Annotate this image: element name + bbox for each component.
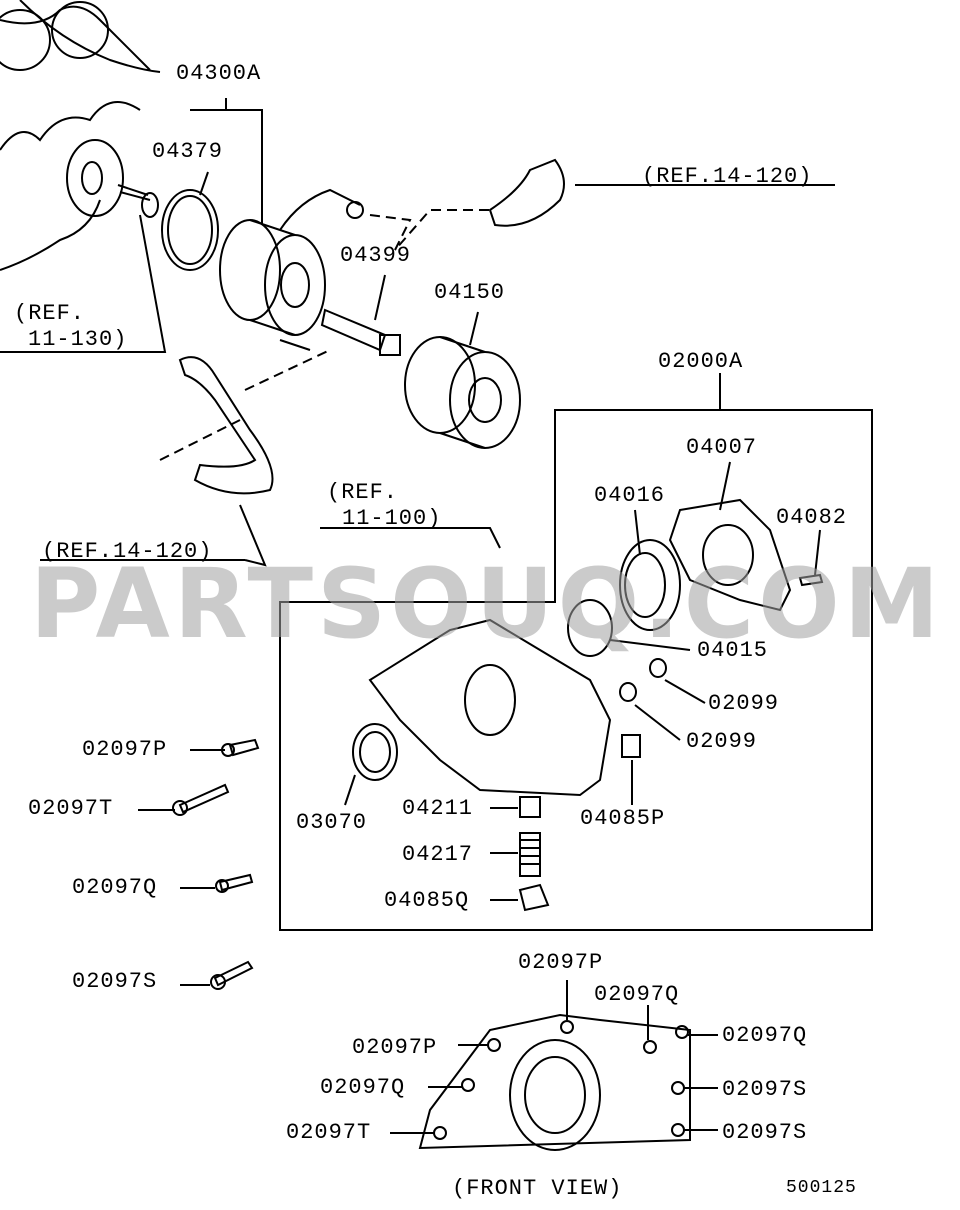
part-label-04085P[interactable]: 04085P xyxy=(580,806,666,831)
part-label-02097P[interactable]: 02097P xyxy=(82,737,168,762)
part-label-02000A[interactable]: 02000A xyxy=(658,349,744,374)
ref-label-11-100-line2[interactable]: 11-100) xyxy=(342,506,442,531)
diagram-id: 500125 xyxy=(786,1178,857,1198)
front-view-label-02097S[interactable]: 02097S xyxy=(722,1120,808,1145)
ref-label-14-120-lower[interactable]: (REF.14-120) xyxy=(42,539,213,564)
front-view-label-02097T[interactable]: 02097T xyxy=(286,1120,372,1145)
part-label-04007[interactable]: 04007 xyxy=(686,435,758,460)
ref-label-11-130-line2[interactable]: 11-130) xyxy=(28,327,128,352)
part-label-04211[interactable]: 04211 xyxy=(402,796,474,821)
front-view-label-02097P[interactable]: 02097P xyxy=(352,1035,438,1060)
part-label-02097S[interactable]: 02097S xyxy=(72,969,158,994)
part-label-04150[interactable]: 04150 xyxy=(434,280,506,305)
part-label-04016[interactable]: 04016 xyxy=(594,483,666,508)
part-label-04082[interactable]: 04082 xyxy=(776,505,848,530)
part-label-02099[interactable]: 02099 xyxy=(686,729,758,754)
part-label-04399[interactable]: 04399 xyxy=(340,243,412,268)
front-view-label-02097Q[interactable]: 02097Q xyxy=(594,982,680,1007)
watermark: PARTSOUQ.COM xyxy=(30,548,944,660)
part-label-03070[interactable]: 03070 xyxy=(296,810,368,835)
part-label-04300A[interactable]: 04300A xyxy=(176,61,262,86)
part-label-02099[interactable]: 02099 xyxy=(708,691,780,716)
ref-label-11-130-line1[interactable]: (REF. xyxy=(14,301,86,326)
part-label-04085Q[interactable]: 04085Q xyxy=(384,888,470,913)
front-view-label-02097P[interactable]: 02097P xyxy=(518,950,604,975)
front-view-label-02097Q[interactable]: 02097Q xyxy=(722,1023,808,1048)
front-view-label-02097S[interactable]: 02097S xyxy=(722,1077,808,1102)
part-label-04379[interactable]: 04379 xyxy=(152,139,224,164)
ref-label-14-120[interactable]: (REF.14-120) xyxy=(642,164,813,189)
front-view-caption: (FRONT VIEW) xyxy=(452,1176,623,1201)
front-view-label-02097Q[interactable]: 02097Q xyxy=(320,1075,406,1100)
part-label-04015[interactable]: 04015 xyxy=(697,638,769,663)
part-label-04217[interactable]: 04217 xyxy=(402,842,474,867)
part-label-02097Q[interactable]: 02097Q xyxy=(72,875,158,900)
part-label-02097T[interactable]: 02097T xyxy=(28,796,114,821)
ref-label-11-100-line1[interactable]: (REF. xyxy=(327,480,399,505)
